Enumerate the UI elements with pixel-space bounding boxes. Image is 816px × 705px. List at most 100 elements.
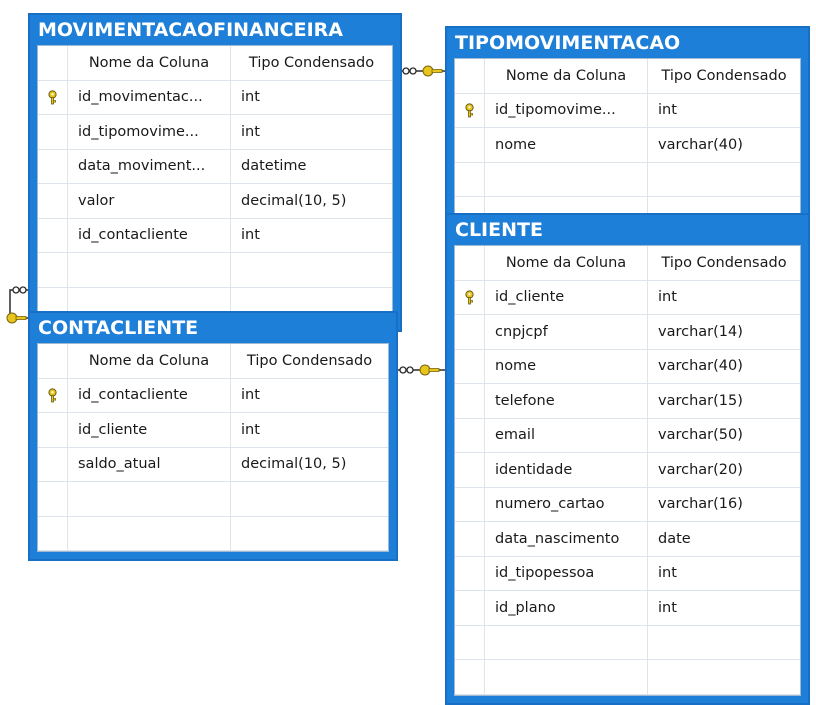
row-key-cell	[455, 384, 485, 419]
header-column-name: Nome da Coluna	[68, 46, 231, 81]
column-type-cell[interactable]: int	[231, 413, 388, 448]
header-column-name: Nome da Coluna	[485, 59, 648, 94]
empty-cell[interactable]	[455, 162, 485, 197]
column-type-cell[interactable]: varchar(20)	[648, 453, 800, 488]
column-name-cell[interactable]: saldo_atual	[68, 447, 231, 482]
primary-key-icon	[47, 388, 58, 403]
column-name-cell[interactable]: id_plano	[485, 591, 648, 626]
row-key-cell	[38, 80, 68, 115]
column-name-cell[interactable]: nome	[485, 128, 648, 163]
column-type-cell[interactable]: varchar(14)	[648, 315, 800, 350]
column-name-cell[interactable]: id_tipomovime...	[485, 93, 648, 128]
relationship-contacliente-cliente[interactable]	[397, 359, 449, 381]
column-type-cell[interactable]: varchar(40)	[648, 350, 800, 384]
column-type-cell[interactable]: datetime	[231, 150, 392, 184]
column-type-cell[interactable]: decimal(10, 5)	[231, 184, 392, 219]
empty-cell[interactable]	[231, 517, 388, 551]
table-title: TIPOMOVIMENTACAO	[455, 32, 681, 54]
header-condensed-type: Tipo Condensado	[231, 46, 392, 81]
column-name-cell[interactable]: id_tipopessoa	[485, 556, 648, 591]
empty-cell[interactable]	[68, 516, 231, 551]
row-key-cell	[38, 378, 68, 413]
empty-cell[interactable]	[38, 253, 68, 288]
column-type-cell[interactable]: int	[231, 115, 392, 150]
column-name-cell[interactable]: id_contacliente	[68, 378, 231, 413]
column-type-cell[interactable]: int	[648, 591, 800, 626]
column-name-cell[interactable]: id_tipomovime...	[68, 115, 231, 150]
column-name-cell[interactable]: identidade	[485, 453, 648, 488]
column-type-cell[interactable]: int	[648, 281, 800, 315]
row-key-cell	[455, 487, 485, 522]
column-name-cell[interactable]: data_nascimento	[485, 522, 648, 557]
empty-cell[interactable]	[485, 625, 648, 660]
row-key-cell	[455, 280, 485, 315]
column-type-cell[interactable]: int	[648, 94, 800, 128]
empty-cell[interactable]	[648, 660, 800, 695]
header-column-name: Nome da Coluna	[485, 246, 648, 281]
empty-cell[interactable]	[38, 516, 68, 551]
row-key-cell	[455, 556, 485, 591]
empty-cell[interactable]	[68, 482, 231, 517]
empty-cell[interactable]	[231, 482, 388, 517]
empty-cell[interactable]	[231, 253, 392, 288]
column-type-cell[interactable]: int	[231, 81, 392, 115]
column-type-cell[interactable]: int	[231, 379, 388, 413]
column-type-cell[interactable]: int	[231, 219, 392, 253]
header-condensed-type: Tipo Condensado	[231, 344, 388, 379]
row-key-cell	[38, 218, 68, 253]
relationship-movimentacao-tipomovimentacao[interactable]	[400, 60, 450, 82]
column-name-cell[interactable]: numero_cartao	[485, 487, 648, 522]
table-title: MOVIMENTACAOFINANCEIRA	[38, 19, 343, 41]
empty-cell[interactable]	[485, 162, 648, 197]
empty-cell[interactable]	[455, 660, 485, 695]
empty-cell[interactable]	[485, 660, 648, 695]
column-type-cell[interactable]: int	[648, 557, 800, 591]
column-type-cell[interactable]: varchar(15)	[648, 384, 800, 419]
row-key-cell	[455, 591, 485, 626]
row-key-cell	[455, 418, 485, 453]
empty-cell[interactable]	[38, 482, 68, 517]
column-name-cell[interactable]: id_cliente	[68, 413, 231, 448]
header-condensed-type: Tipo Condensado	[648, 59, 800, 94]
empty-cell[interactable]	[68, 253, 231, 288]
empty-cell[interactable]	[648, 626, 800, 660]
empty-cell[interactable]	[648, 163, 800, 197]
column-name-cell[interactable]: id_cliente	[485, 280, 648, 315]
row-key-cell	[38, 115, 68, 150]
header-key-cell	[38, 344, 68, 379]
column-name-cell[interactable]: cnpjcpf	[485, 315, 648, 350]
column-name-cell[interactable]: nome	[485, 349, 648, 384]
column-type-cell[interactable]: varchar(50)	[648, 419, 800, 453]
column-type-cell[interactable]: date	[648, 522, 800, 557]
column-type-cell[interactable]: varchar(40)	[648, 128, 800, 163]
primary-key-icon	[464, 290, 475, 305]
column-name-cell[interactable]: email	[485, 418, 648, 453]
header-condensed-type: Tipo Condensado	[648, 246, 800, 281]
row-key-cell	[38, 184, 68, 219]
relationship-movimentacao-contacliente[interactable]	[0, 284, 34, 328]
column-type-cell[interactable]: decimal(10, 5)	[231, 448, 388, 482]
column-name-cell[interactable]: id_movimentac...	[68, 80, 231, 115]
header-key-cell	[455, 246, 485, 281]
header-column-name: Nome da Coluna	[68, 344, 231, 379]
table-title: CONTACLIENTE	[38, 317, 199, 339]
row-key-cell	[455, 315, 485, 350]
row-key-cell	[38, 149, 68, 184]
header-key-cell	[38, 46, 68, 81]
column-name-cell[interactable]: data_moviment...	[68, 149, 231, 184]
column-name-cell[interactable]: telefone	[485, 384, 648, 419]
empty-cell[interactable]	[455, 625, 485, 660]
column-name-cell[interactable]: id_contacliente	[68, 218, 231, 253]
row-key-cell	[38, 447, 68, 482]
table-title: CLIENTE	[455, 219, 543, 241]
column-name-cell[interactable]: valor	[68, 184, 231, 219]
column-type-cell[interactable]: varchar(16)	[648, 488, 800, 522]
row-key-cell	[455, 349, 485, 384]
